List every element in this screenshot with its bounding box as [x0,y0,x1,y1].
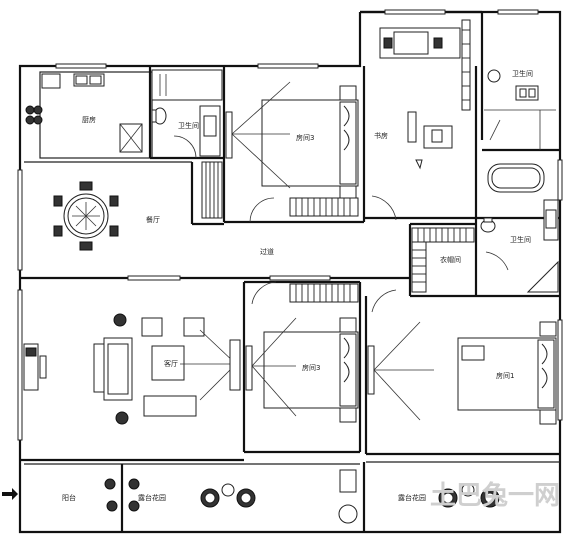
closet: 衣帽间 [411,227,475,293]
entrance-arrow-icon [2,488,18,500]
toilet-icon [151,107,167,125]
balcony-right-label: 露台花园 [398,493,426,502]
closet-label: 衣帽间 [440,255,461,264]
garden-table-icon [438,483,500,508]
right-bath: 卫生间 [484,69,556,150]
balcony-mid: 露台花园 [138,469,358,524]
plant-icon [104,478,140,512]
living-label: 客厅 [164,359,178,368]
right-bath-label: 卫生间 [512,69,533,78]
kitchen-label: 厨房 [82,115,96,124]
dining-table-icon [53,181,119,251]
toilet-icon [480,217,496,233]
dining-label: 餐厅 [146,215,160,224]
living-room: 客厅 [23,313,241,425]
bedroom3-mid-label: 房间3 [302,363,320,372]
balcony-right: 露台花园 [398,483,500,508]
small-bath-label: 卫生间 [178,121,199,130]
study-label: 书房 [374,131,388,140]
study: 书房 [371,19,471,221]
balcony-left: 阳台 [2,478,140,512]
small-bath: 卫生间 [151,69,223,159]
master-bath: 卫生间 [480,199,559,293]
kitchen: 厨房 [25,73,143,153]
master-bath-label: 卫生间 [510,235,531,244]
garden-table-icon [200,483,256,508]
watermark-text: 土巴兔一网 [430,481,560,511]
balcony-mid-label: 露台花园 [138,493,166,502]
corridor-label: 过道 [260,247,274,256]
plant-icon [113,313,129,425]
bedroom1-label: 房间1 [496,371,514,380]
bedroom1: 房间1 [367,289,557,425]
bedroom3-top-label: 房间3 [296,133,314,142]
stove-icon [25,105,43,125]
bedroom3-top: 房间3 [201,81,359,223]
windows [17,9,563,441]
bedroom3-mid: 房间3 [245,281,359,423]
bathtub-icon [487,163,545,193]
balcony-left-label: 阳台 [62,493,76,502]
dining: 餐厅 [53,181,160,251]
